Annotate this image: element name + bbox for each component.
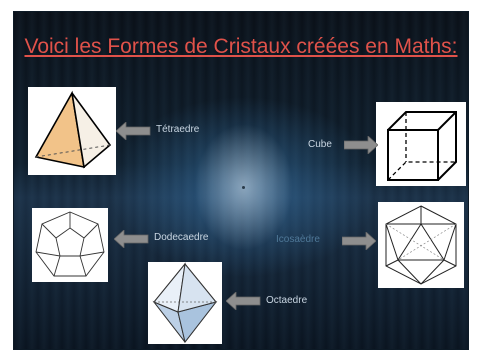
octahedron-icon — [152, 262, 218, 344]
octahedron-picture — [148, 262, 222, 344]
dodecahedron-picture — [32, 208, 108, 282]
cube-picture — [376, 102, 466, 186]
label-cube: Cube — [308, 139, 332, 150]
arrow-to-octahedron — [225, 291, 262, 315]
slide: Voici les Formes de Cristaux créées en M… — [14, 12, 468, 349]
label-icosahedron: Icosaèdre — [276, 234, 320, 245]
label-octahedron: Octaedre — [266, 295, 308, 306]
cube-icon — [387, 111, 457, 181]
slide-title: Voici les Formes de Cristaux créées en M… — [24, 35, 458, 58]
tetrahedron-icon — [34, 90, 112, 169]
icosahedron-picture — [378, 202, 464, 288]
dodecahedron-icon — [35, 211, 105, 277]
arrow-to-tetrahedron — [115, 121, 152, 145]
tetrahedron-picture — [28, 87, 116, 175]
arrow-to-dodecahedron — [113, 229, 150, 253]
label-tetrahedron: Tétraedre — [156, 124, 200, 135]
center-marker — [242, 186, 245, 189]
arrow-to-icosahedron — [341, 231, 377, 255]
label-dodecahedron: Dodecaedre — [154, 232, 209, 243]
icosahedron-icon — [385, 205, 457, 285]
arrow-to-cube — [343, 135, 379, 159]
